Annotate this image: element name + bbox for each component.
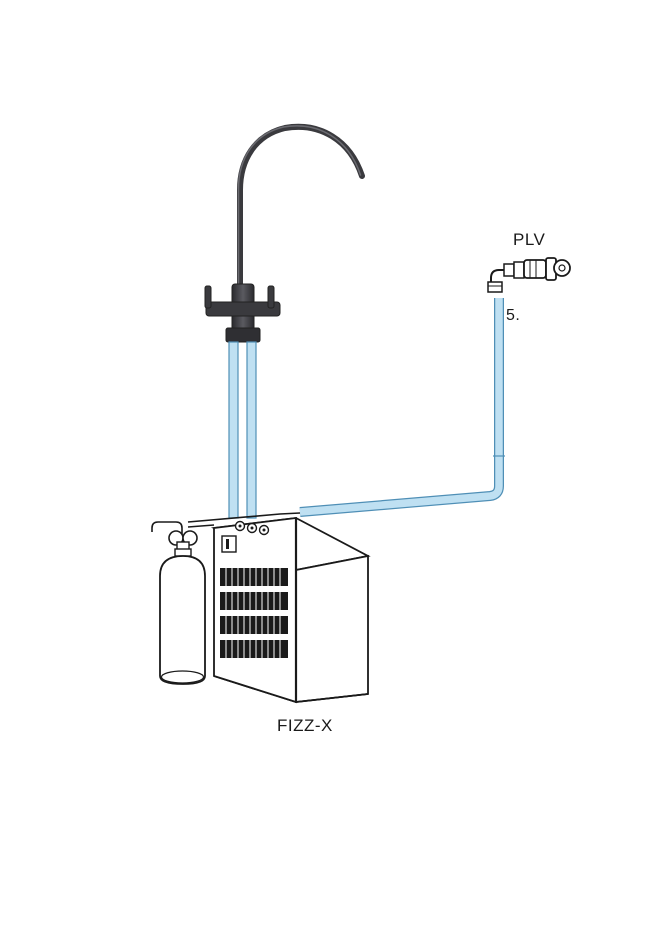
valve-label: PLV <box>513 230 546 249</box>
gas-cylinder-icon <box>159 530 206 685</box>
mains-supply-tube <box>299 298 505 517</box>
faucet-icon <box>204 123 365 343</box>
unit-label: FIZZ-X <box>277 716 333 735</box>
pressure-limiting-valve-icon <box>487 257 571 293</box>
valve-step-number: 5. <box>506 307 521 324</box>
vent-grille <box>220 568 288 658</box>
gas-line <box>151 512 301 538</box>
faucet-supply-tubes <box>228 341 257 519</box>
carbonator-chiller-unit-icon <box>210 516 371 704</box>
